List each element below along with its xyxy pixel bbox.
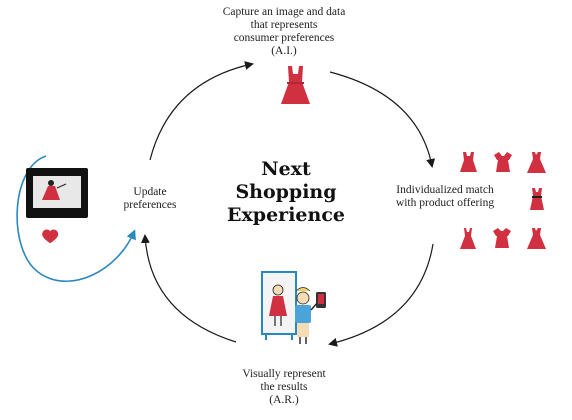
center-title-line-3: Experience bbox=[227, 204, 345, 226]
match-line-1: Individualized match bbox=[396, 184, 494, 196]
dress-grid-icon bbox=[460, 152, 546, 249]
update-line-2: preferences bbox=[123, 199, 177, 211]
step-update-label: Update preferences bbox=[110, 186, 190, 212]
dress-icon bbox=[281, 66, 310, 104]
heart-icon bbox=[42, 229, 59, 244]
mirror-tryon-icon bbox=[261, 271, 326, 344]
visualize-line-3: (A.R.) bbox=[269, 394, 299, 406]
arc-visualize-to-update bbox=[140, 234, 237, 343]
capture-line-3: consumer preferences bbox=[233, 32, 335, 44]
feedback-loop-arrow bbox=[16, 155, 136, 283]
arc-capture-to-match bbox=[329, 71, 436, 168]
step-capture-label: Capture an image and data that represent… bbox=[196, 6, 372, 58]
center-title-line-2: Shopping bbox=[235, 181, 337, 203]
capture-line-2: that represents bbox=[250, 19, 318, 31]
photo-frame-icon bbox=[26, 168, 88, 218]
center-title: Next Shopping Experience bbox=[216, 158, 356, 227]
visualize-line-2: the results bbox=[260, 381, 308, 393]
center-title-line-1: Next bbox=[261, 158, 311, 180]
update-line-1: Update bbox=[133, 186, 167, 198]
capture-line-1: Capture an image and data bbox=[222, 6, 346, 18]
match-line-2: with product offering bbox=[395, 197, 495, 209]
arc-update-to-capture bbox=[149, 61, 254, 161]
step-visualize-label: Visually represent the results (A.R.) bbox=[224, 368, 344, 407]
visualize-line-1: Visually represent bbox=[242, 368, 326, 380]
arc-match-to-visualize bbox=[328, 243, 434, 347]
step-match-label: Individualized match with product offeri… bbox=[380, 184, 510, 210]
capture-line-4: (A.I.) bbox=[271, 45, 297, 57]
